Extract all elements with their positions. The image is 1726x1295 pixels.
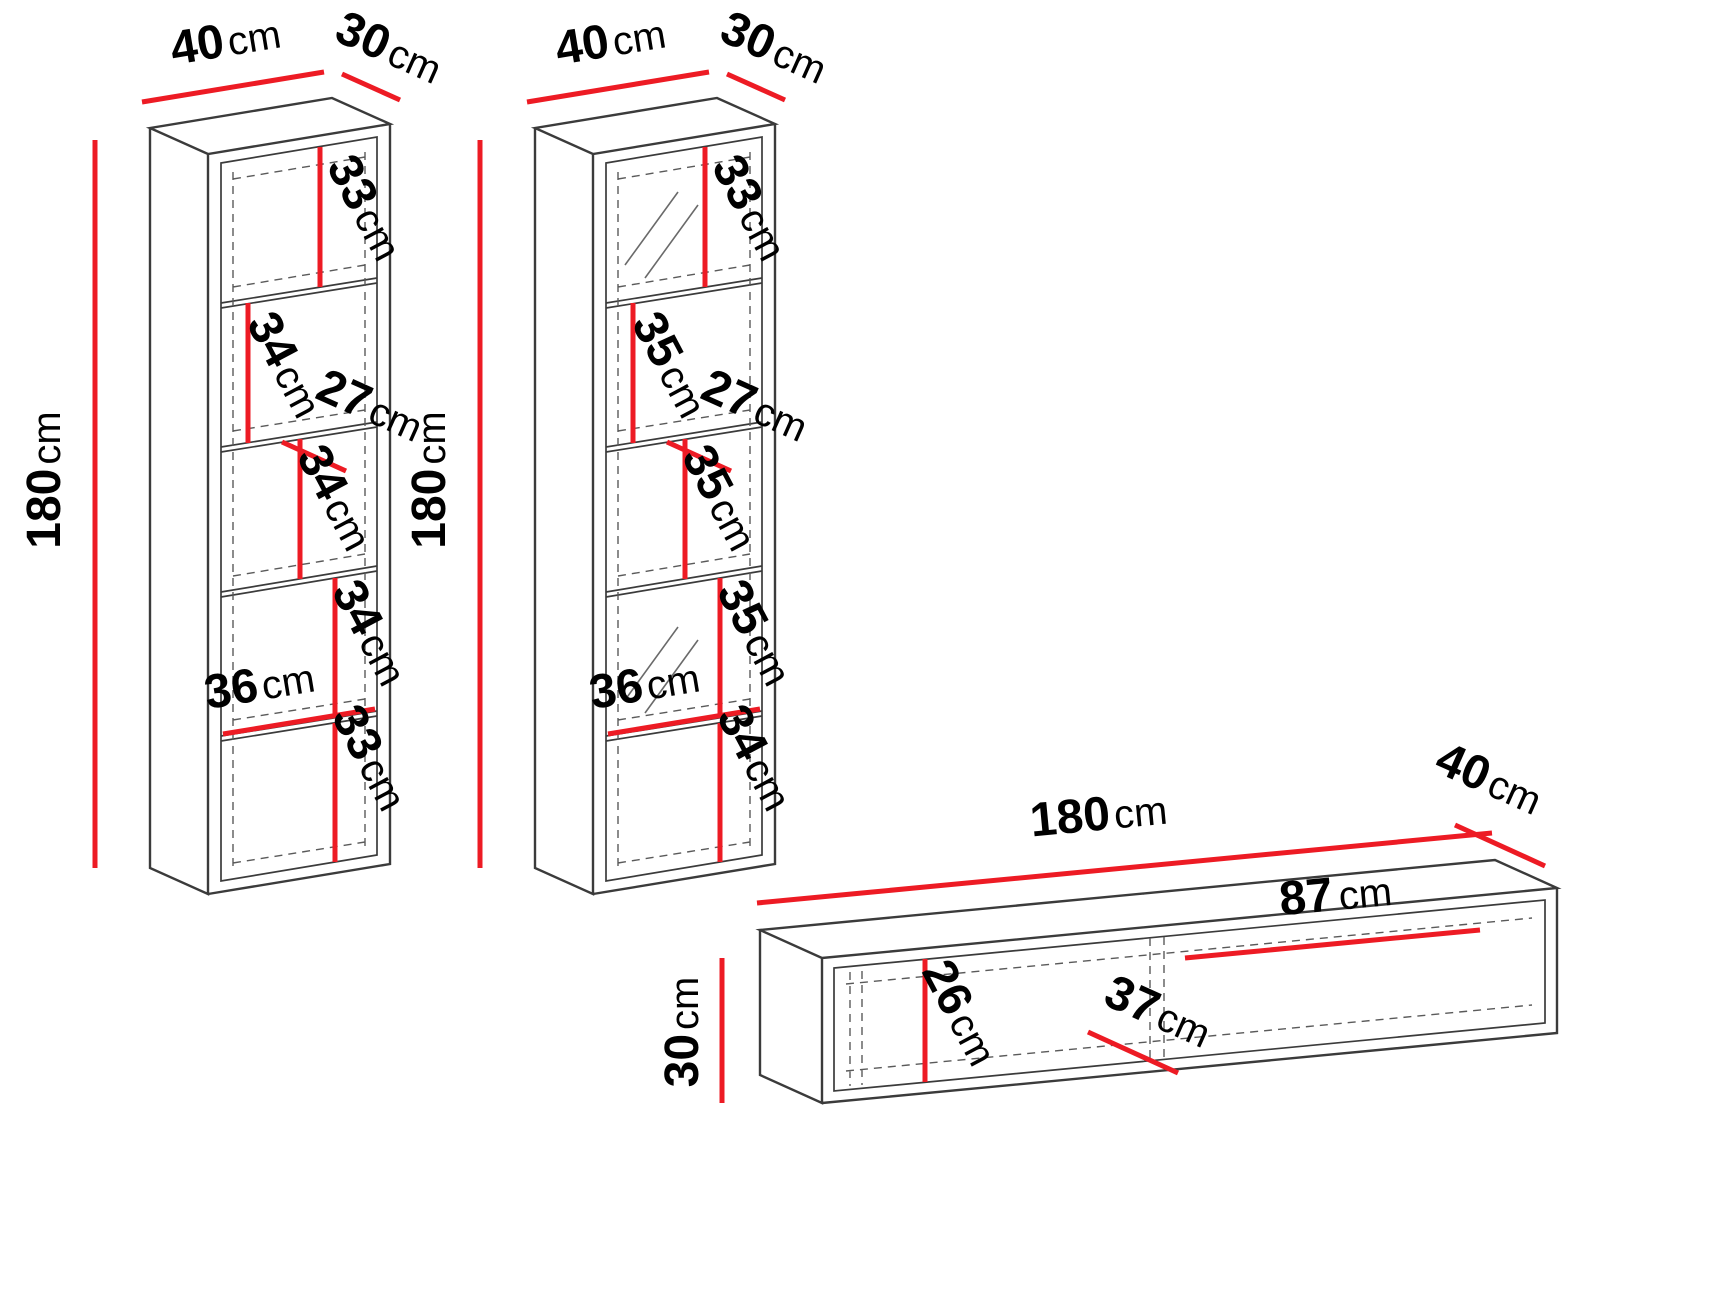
cabinet-left-inner-width-label: 36cm <box>201 650 319 720</box>
tv-stand-outline <box>755 858 1562 1105</box>
cabinet-left-hidden-edges <box>232 152 366 872</box>
cabinet-left-width-dim-line <box>141 69 325 105</box>
cabinet-left-inner-width-dim-line <box>222 706 376 737</box>
cabinet-middle-inner-width-label: 36cm <box>586 650 704 720</box>
cabinet-left-comp1-label: 33cm <box>316 146 415 269</box>
cabinet-middle-outline <box>530 96 780 896</box>
cabinet-left-drawing: 40cm 30cm 180cm 33cm 34cm 27cm 34cm 34cm… <box>18 1 451 896</box>
tv-stand-hidden-edges <box>845 917 1533 1086</box>
cabinet-left-width-label: 40cm <box>167 6 285 76</box>
cabinet-middle-hidden-edges <box>617 152 751 872</box>
cabinet-left-inner-frame <box>220 135 378 883</box>
tv-stand-depth-dim-line <box>1453 822 1547 869</box>
tv-stand-width-dim-line <box>756 830 1493 906</box>
cabinet-left-depth-label: 30cm <box>328 1 451 94</box>
tv-stand-depth-label: 40cm <box>1428 732 1551 825</box>
cabinet-middle-drawing: 40cm 30cm 180cm 33cm 35cm 27cm 35cm 35cm… <box>403 1 836 896</box>
cabinet-middle-depth-dim-line <box>725 71 787 103</box>
tv-stand-right-compartment-dim-line <box>1184 927 1481 961</box>
cabinet-middle-height-label: 180cm <box>403 411 456 548</box>
cabinet-middle-inner-width-dim-line <box>607 706 761 737</box>
cabinet-middle-width-label: 40cm <box>552 6 670 76</box>
cabinet-middle-width-dim-line <box>526 69 710 105</box>
cabinet-middle-inner-frame <box>605 135 763 883</box>
cabinet-middle-comp1-label: 33cm <box>701 146 800 269</box>
tv-stand-inner-depth-dim-line <box>1086 1029 1180 1076</box>
tv-stand-width-label: 180cm <box>1028 782 1170 848</box>
tv-stand-height-label: 30cm <box>656 977 709 1088</box>
cabinet-left-outline <box>145 96 395 896</box>
tv-stand-right-compartment-label: 87cm <box>1277 863 1394 926</box>
cabinet-middle-depth-label: 30cm <box>713 1 836 94</box>
cabinet-left-depth-dim-line <box>340 71 402 103</box>
cabinet-left-inner-depth-dim-line <box>280 439 348 474</box>
tv-stand-inner-frame <box>833 899 1546 1092</box>
cabinet-middle-inner-depth-dim-line <box>665 439 733 474</box>
cabinet-left-height-label: 180cm <box>18 411 71 548</box>
cabinet-middle-glass-marks <box>624 191 699 714</box>
